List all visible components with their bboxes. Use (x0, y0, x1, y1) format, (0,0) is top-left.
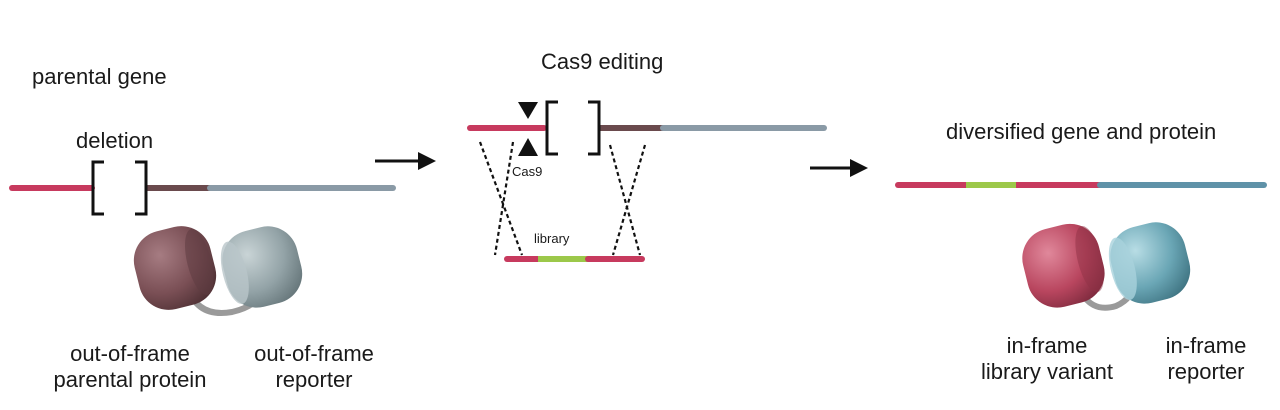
inframe-reporter-label: in-frame reporter (1165, 333, 1247, 384)
parental-gene-title: parental gene (32, 64, 167, 89)
arrow-1 (375, 152, 436, 170)
parental-reporter-label: out-of-frame reporter (254, 341, 374, 392)
parental-protein-label: out-of-frame parental protein (53, 341, 207, 392)
edited-gene (467, 100, 827, 156)
library-label: library (534, 231, 570, 246)
cas9-editing-title: Cas9 editing (541, 49, 664, 74)
parental-protein (133, 226, 303, 316)
arrow-2 (810, 159, 868, 177)
recombination-lines (478, 141, 647, 256)
deletion-bracket-left (545, 100, 558, 156)
deletion-bracket-right (588, 100, 601, 156)
diversified-gene-title: diversified gene and protein (946, 119, 1217, 144)
cas9-cut-marker-top (518, 102, 538, 119)
deletion-bracket-right (135, 160, 148, 216)
cas9-label: Cas9 (512, 164, 543, 179)
diversified-protein (1022, 222, 1191, 311)
deletion-label: deletion (76, 128, 154, 153)
parental-gene (9, 160, 396, 216)
deletion-bracket-left (91, 160, 104, 216)
cas9-cut-marker-bottom (518, 138, 538, 156)
library-variant-label: in-frame library variant (980, 333, 1114, 384)
